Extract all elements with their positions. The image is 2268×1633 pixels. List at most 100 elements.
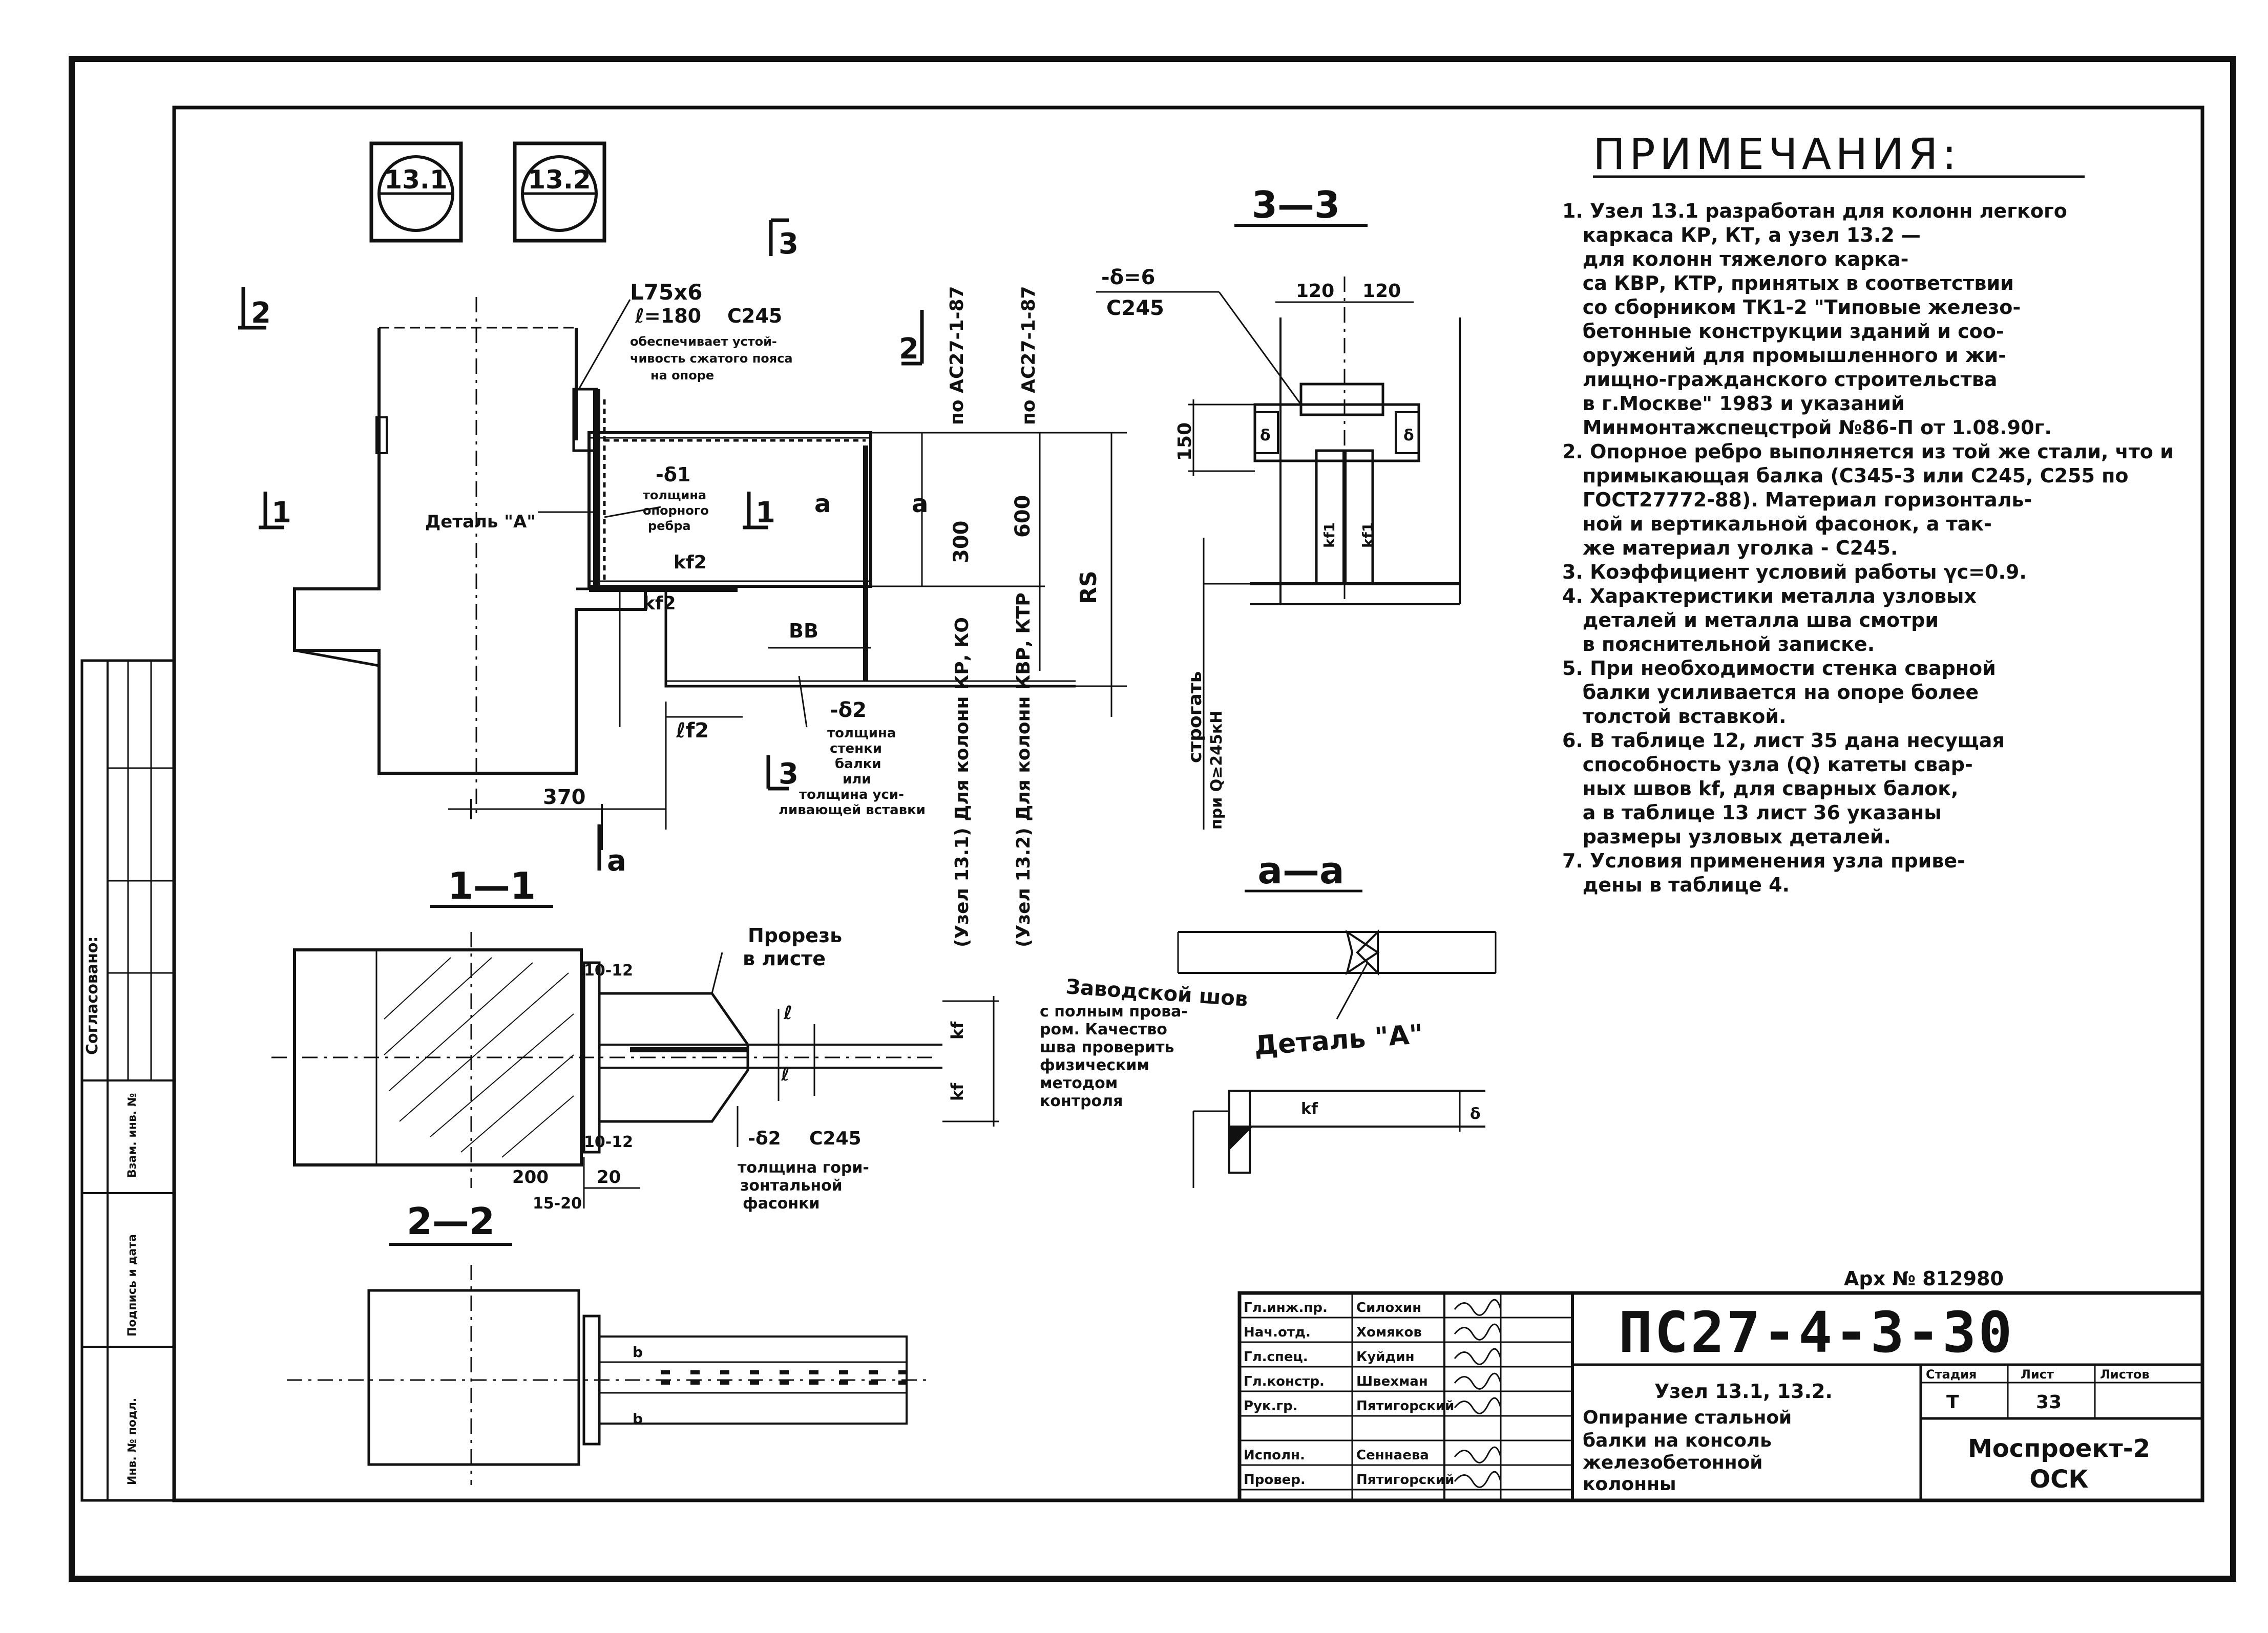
ref-standard-1: по АС27-1-87 bbox=[947, 286, 968, 425]
svg-text:контроля: контроля bbox=[1040, 1092, 1123, 1110]
column-note-2: (Узел 13.2) Для колонн КВР, КТР bbox=[1013, 592, 1034, 947]
section-2-2-labels: 2—2 b b bbox=[407, 1200, 643, 1427]
svg-text:kf1: kf1 bbox=[1359, 522, 1376, 548]
elevation-view bbox=[293, 297, 1127, 850]
agreed-label: Согласовано: bbox=[83, 937, 101, 1055]
title-block-name: Пятигорский bbox=[1356, 1398, 1454, 1414]
title-block-name: Швехман bbox=[1356, 1374, 1428, 1389]
svg-text:шва проверить: шва проверить bbox=[1040, 1038, 1174, 1056]
note-line: а в таблице 13 лист 36 указаны bbox=[1562, 801, 1942, 824]
plate-note-5: толщина уси- bbox=[799, 787, 904, 802]
signature-mark bbox=[1454, 1299, 1502, 1316]
svg-text:Прорезь: Прорезь bbox=[748, 924, 842, 947]
archive-number: Арх № 812980 bbox=[1844, 1267, 2004, 1290]
svg-text:методом: методом bbox=[1040, 1074, 1118, 1092]
svg-text:фасонки: фасонки bbox=[743, 1195, 820, 1213]
ref-standard-2: по АС27-1-87 bbox=[1018, 286, 1039, 425]
svg-text:3: 3 bbox=[779, 227, 799, 261]
svg-text:a—a: a—a bbox=[1257, 849, 1344, 892]
svg-text:δ: δ bbox=[1470, 1105, 1481, 1123]
svg-text:kf: kf bbox=[948, 1021, 967, 1040]
svg-text:δ: δ bbox=[1260, 427, 1271, 444]
notes-title: ПРИМЕЧАНИЯ: bbox=[1593, 129, 1961, 179]
title-block-role: Рук.гр. bbox=[1244, 1398, 1298, 1414]
column-note-1: (Узел 13.1) Для колонн КР, КО bbox=[952, 617, 973, 947]
title-block-texts: Арх № 812980 ПС27-4-3-30 Узел 13.1, 13.2… bbox=[1583, 1267, 2150, 1495]
outer-border bbox=[69, 56, 2236, 1582]
svg-text:13.2: 13.2 bbox=[528, 165, 591, 195]
load-note: при Q≥245кН bbox=[1208, 711, 1226, 830]
note-line: в г.Москве" 1983 и указаний bbox=[1562, 392, 1905, 415]
svg-text:15-20: 15-20 bbox=[533, 1195, 582, 1213]
plate-note-2: стенки bbox=[830, 741, 882, 756]
title-block-role: Провер. bbox=[1244, 1472, 1306, 1488]
lf2-label: ℓf2 bbox=[676, 719, 709, 743]
note-line: Минмонтажспецстрой №86-П от 1.08.90г. bbox=[1562, 416, 2052, 439]
svg-text:2: 2 bbox=[899, 332, 919, 366]
elevation-labels: L75x6 ℓ=180 C245 обеспечивает устой- чив… bbox=[425, 280, 1102, 947]
svg-text:Т: Т bbox=[1946, 1392, 1959, 1413]
note-line: же материал уголка - С245. bbox=[1562, 537, 1898, 559]
note-line: 7. Условия применения узла приве- bbox=[1562, 850, 1965, 872]
signature-mark bbox=[1454, 1471, 1502, 1488]
title-block-name: Силохин bbox=[1356, 1300, 1421, 1316]
svg-text:20: 20 bbox=[597, 1167, 621, 1187]
svg-text:120: 120 bbox=[1296, 281, 1334, 302]
svg-text:физическим: физическим bbox=[1040, 1056, 1149, 1074]
side-strip: Согласовано: Инв. № подл. Подпись и дата… bbox=[80, 659, 176, 1502]
note-line: 6. В таблице 12, лист 35 дана несущая bbox=[1562, 729, 2005, 752]
drawing-code: ПС27-4-3-30 bbox=[1619, 1300, 2014, 1365]
note-line: са КВР, КТР, принятых в соответствии bbox=[1562, 272, 2014, 294]
notes-block: ПРИМЕЧАНИЯ: 1. Узел 13.1 разработан для … bbox=[1562, 129, 2174, 896]
note-line: ГОСТ27772-88). Материал горизонталь- bbox=[1562, 489, 2032, 511]
svg-text:δ: δ bbox=[1403, 427, 1414, 444]
sign-date-label: Подпись и дата bbox=[126, 1234, 139, 1337]
angle-steel: C245 bbox=[727, 305, 782, 327]
signature-mark bbox=[1454, 1372, 1502, 1390]
note-line: каркаса КР, КТ, а узел 13.2 — bbox=[1562, 224, 1921, 246]
svg-text:1: 1 bbox=[271, 496, 291, 529]
svg-text:a: a bbox=[607, 844, 626, 878]
svg-text:-δ=6: -δ=6 bbox=[1101, 266, 1155, 289]
dim-300: 300 bbox=[950, 521, 973, 564]
kf2-mid: kf2 bbox=[643, 593, 676, 614]
angle-note-3: на опоре bbox=[650, 368, 714, 383]
section-2-2 bbox=[287, 1243, 932, 1485]
title-block-name: Пятигорский bbox=[1356, 1472, 1454, 1488]
svg-text:10-12: 10-12 bbox=[584, 1133, 633, 1151]
plate-note-1: толщина bbox=[827, 726, 896, 741]
title-block-rows: Гл.инж.пр.СилохинНач.отд.ХомяковГл.спец.… bbox=[1240, 1299, 1572, 1491]
svg-text:3: 3 bbox=[779, 757, 799, 791]
rib-note-3: ребра bbox=[648, 519, 691, 533]
note-line: оружений для промышленного и жи- bbox=[1562, 344, 2006, 367]
note-line: способность узла (Q) катеты свар- bbox=[1562, 753, 1973, 776]
dim-600: 600 bbox=[1011, 495, 1035, 538]
svg-text:Листов: Листов bbox=[2100, 1367, 2150, 1382]
note-line: примыкающая балка (С345-3 или С245, С255… bbox=[1562, 464, 2129, 487]
note-line: ных швов kf, для сварных балок, bbox=[1562, 777, 1959, 800]
inv-dupl-label: Взам. инв. № bbox=[126, 1093, 139, 1178]
signature-mark bbox=[1454, 1348, 1502, 1365]
note-line: 2. Опорное ребро выполняется из той же с… bbox=[1562, 440, 2174, 463]
note-line: лищно-гражданского строительства bbox=[1562, 368, 1997, 391]
plate-label: -δ2 bbox=[830, 698, 867, 722]
svg-text:колонны: колонны bbox=[1583, 1474, 1676, 1495]
svg-text:железобетонной: железобетонной bbox=[1583, 1452, 1763, 1473]
detail-a-labels: Деталь "А" kf δ bbox=[1253, 1019, 1481, 1123]
note-line: толстой вставкой. bbox=[1562, 705, 1786, 728]
title-block-name: Сеннаева bbox=[1356, 1448, 1429, 1463]
svg-text:kf: kf bbox=[1301, 1100, 1318, 1118]
svg-text:балки на консоль: балки на консоль bbox=[1583, 1430, 1772, 1451]
svg-text:a: a bbox=[814, 490, 831, 518]
angle-note-2: чивость сжатого пояса bbox=[630, 351, 793, 366]
strogat-label: строгать bbox=[1185, 671, 1206, 763]
section-1-1 bbox=[271, 905, 999, 1208]
org-dept: ОСК bbox=[2029, 1465, 2088, 1494]
svg-text:ром. Качество: ром. Качество bbox=[1040, 1021, 1167, 1038]
svg-text:10-12: 10-12 bbox=[584, 962, 633, 980]
weld-note: a—a Заводской шов с полным прова- ром. К… bbox=[1040, 849, 1345, 1110]
note-line: бетонные конструкции зданий и соо- bbox=[1562, 320, 2004, 343]
svg-text:120: 120 bbox=[1362, 281, 1401, 302]
svg-text:в листе: в листе bbox=[743, 947, 826, 970]
